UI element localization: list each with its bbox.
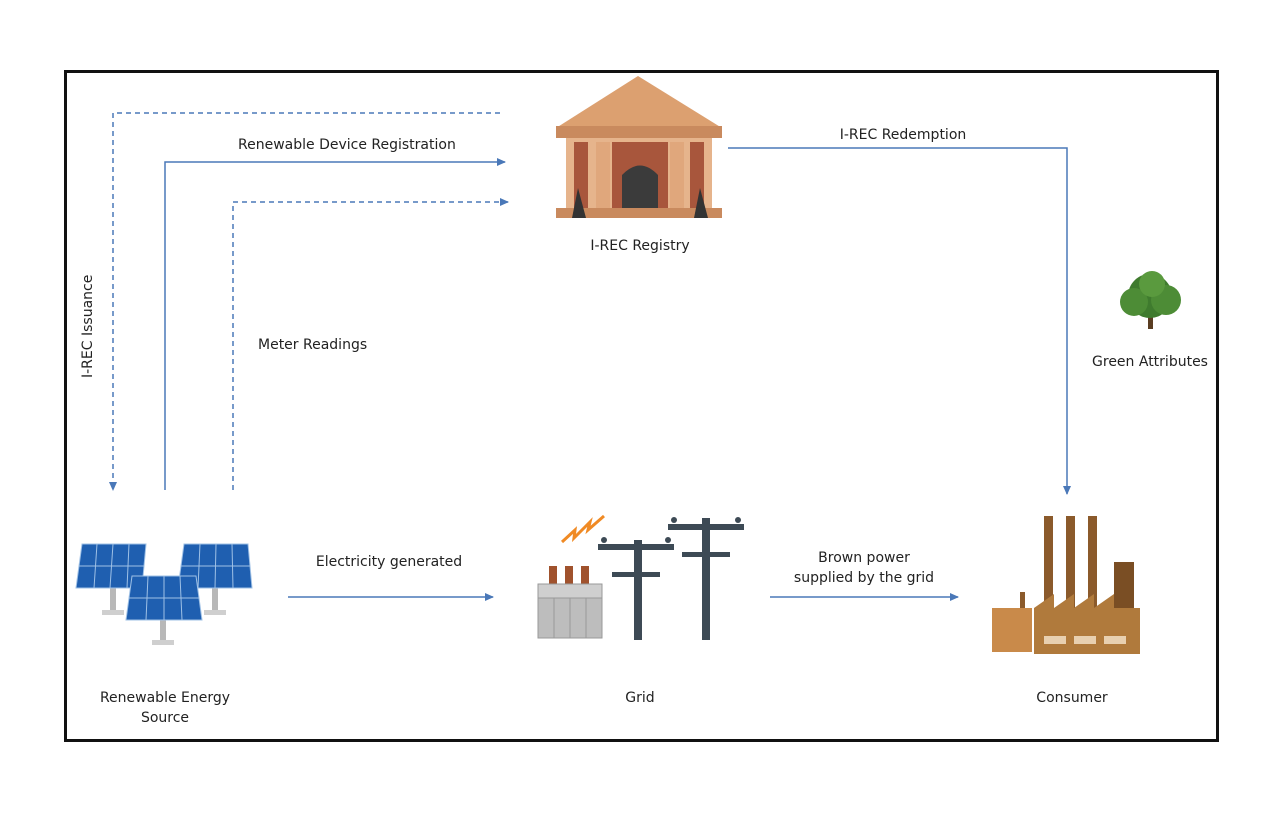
meter-readings-arrow xyxy=(232,198,509,490)
factory-icon xyxy=(992,516,1140,654)
tree-icon xyxy=(1120,271,1181,329)
issuance-arrow xyxy=(109,112,500,491)
brown-power-label-line2: supplied by the grid xyxy=(793,570,935,586)
redemption-arrow xyxy=(728,147,1071,495)
issuance-label: I-REC Issuance xyxy=(80,274,96,378)
registry-label: I-REC Registry xyxy=(590,238,690,254)
diagram-frame xyxy=(64,70,1219,742)
source-label-line1: Renewable Energy xyxy=(99,690,231,706)
source-label-line2: Source xyxy=(140,710,190,726)
device-registration-label: Renewable Device Registration xyxy=(238,137,456,153)
registry-building-icon xyxy=(556,76,722,218)
grid-label: Grid xyxy=(625,690,655,706)
grid-icon xyxy=(537,514,744,640)
solar-panels-icon xyxy=(75,543,253,645)
redemption-label: I-REC Redemption xyxy=(839,127,967,143)
meter-readings-label: Meter Readings xyxy=(258,337,368,353)
electricity-generated-label: Electricity generated xyxy=(315,554,463,570)
brown-power-label-line1: Brown power xyxy=(818,550,910,566)
consumer-label: Consumer xyxy=(1036,690,1108,706)
device-registration-arrow xyxy=(164,158,506,490)
green-attributes-label: Green Attributes xyxy=(1092,354,1208,370)
